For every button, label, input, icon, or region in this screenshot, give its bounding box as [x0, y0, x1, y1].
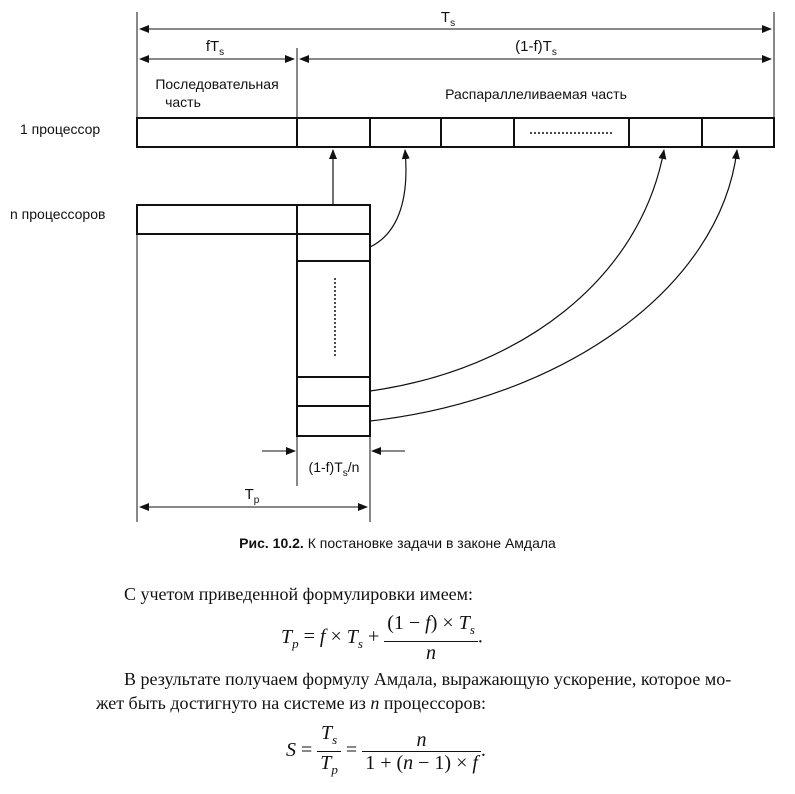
amdahl-diagram: Ts fTs (1-f)Ts Последовательная часть Ра…: [10, 9, 775, 522]
single-processor-bar: [136, 117, 775, 148]
mapping-arrow-4: [369, 149, 740, 422]
ts-label: Ts: [441, 9, 455, 29]
mapping-arrow-3: [369, 149, 667, 392]
paragraph-result-line2: жет быть достигнуто на системе из n проц…: [96, 691, 781, 715]
mapping-arrow-2: [369, 149, 410, 248]
fts-label: fTs: [206, 38, 224, 58]
slice-label: (1-f)Ts/n: [309, 459, 360, 479]
paragraph-result-line1: В результате получаем формулу Амдала, вы…: [124, 669, 732, 689]
sequential-label-line1: Последовательная: [155, 76, 278, 92]
sequential-label-line2: часть: [165, 94, 201, 110]
parallel-label: Распараллеливаемая часть: [445, 86, 627, 102]
figure-caption-text: К постановке задачи в законе Амдала: [307, 535, 556, 551]
n-processors-label: n процессоров: [10, 206, 105, 222]
parallel-sequential-bar: [136, 204, 298, 235]
figure-number: Рис. 10.2.: [239, 535, 304, 551]
result-line2-post: процессоров:: [379, 693, 487, 713]
onefts-label: (1-f)Ts: [515, 38, 557, 58]
figure-caption: Рис. 10.2. К постановке задачи в законе …: [0, 535, 795, 551]
paragraph-intro: С учетом приведенной формулировки имеем:: [124, 584, 474, 604]
result-line2-pre: жет быть достигнуто на системе из: [96, 693, 371, 713]
n-variable: n: [370, 693, 380, 713]
one-processor-label: 1 процессор: [20, 121, 100, 137]
parallel-column: [296, 204, 371, 437]
tp-label: Tp: [245, 486, 260, 506]
